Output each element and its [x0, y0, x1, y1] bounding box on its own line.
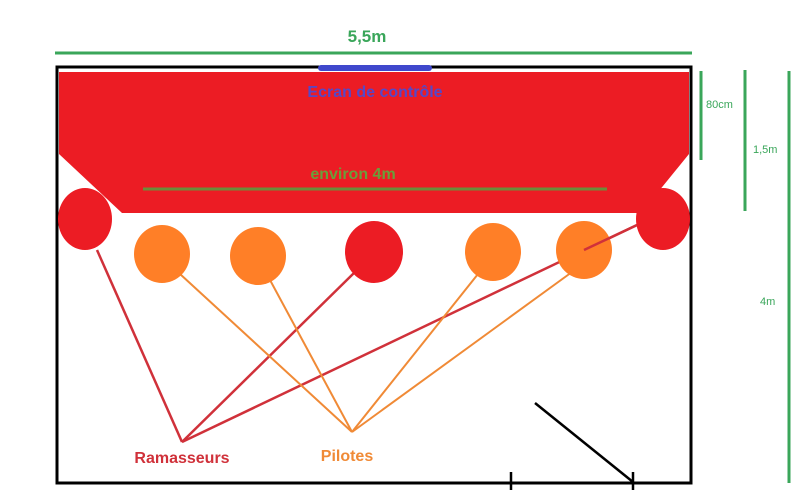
picker-seat-right [636, 188, 690, 250]
screen-label: Ecran de contrôle [307, 84, 442, 101]
table-depth-label: 80cm [706, 99, 733, 111]
pilots-label: Pilotes [321, 448, 374, 465]
table-width-label: environ 4m [310, 166, 395, 183]
control-screen [318, 65, 432, 71]
pilot-seat [134, 225, 190, 283]
pickers-label: Ramasseurs [134, 450, 229, 467]
front-depth-label: 1,5m [753, 144, 777, 156]
door-line [534, 402, 634, 483]
picker-seat-center [345, 221, 403, 283]
picker-seat-left [58, 188, 112, 250]
picker-line-overlay [583, 223, 638, 252]
pilot-seat [230, 227, 286, 285]
width-label: 5,5m [348, 27, 387, 46]
control-table [59, 72, 689, 213]
pilot-seat [465, 223, 521, 281]
room-depth-label: 4m [760, 296, 775, 308]
pilot-lines [179, 271, 573, 433]
